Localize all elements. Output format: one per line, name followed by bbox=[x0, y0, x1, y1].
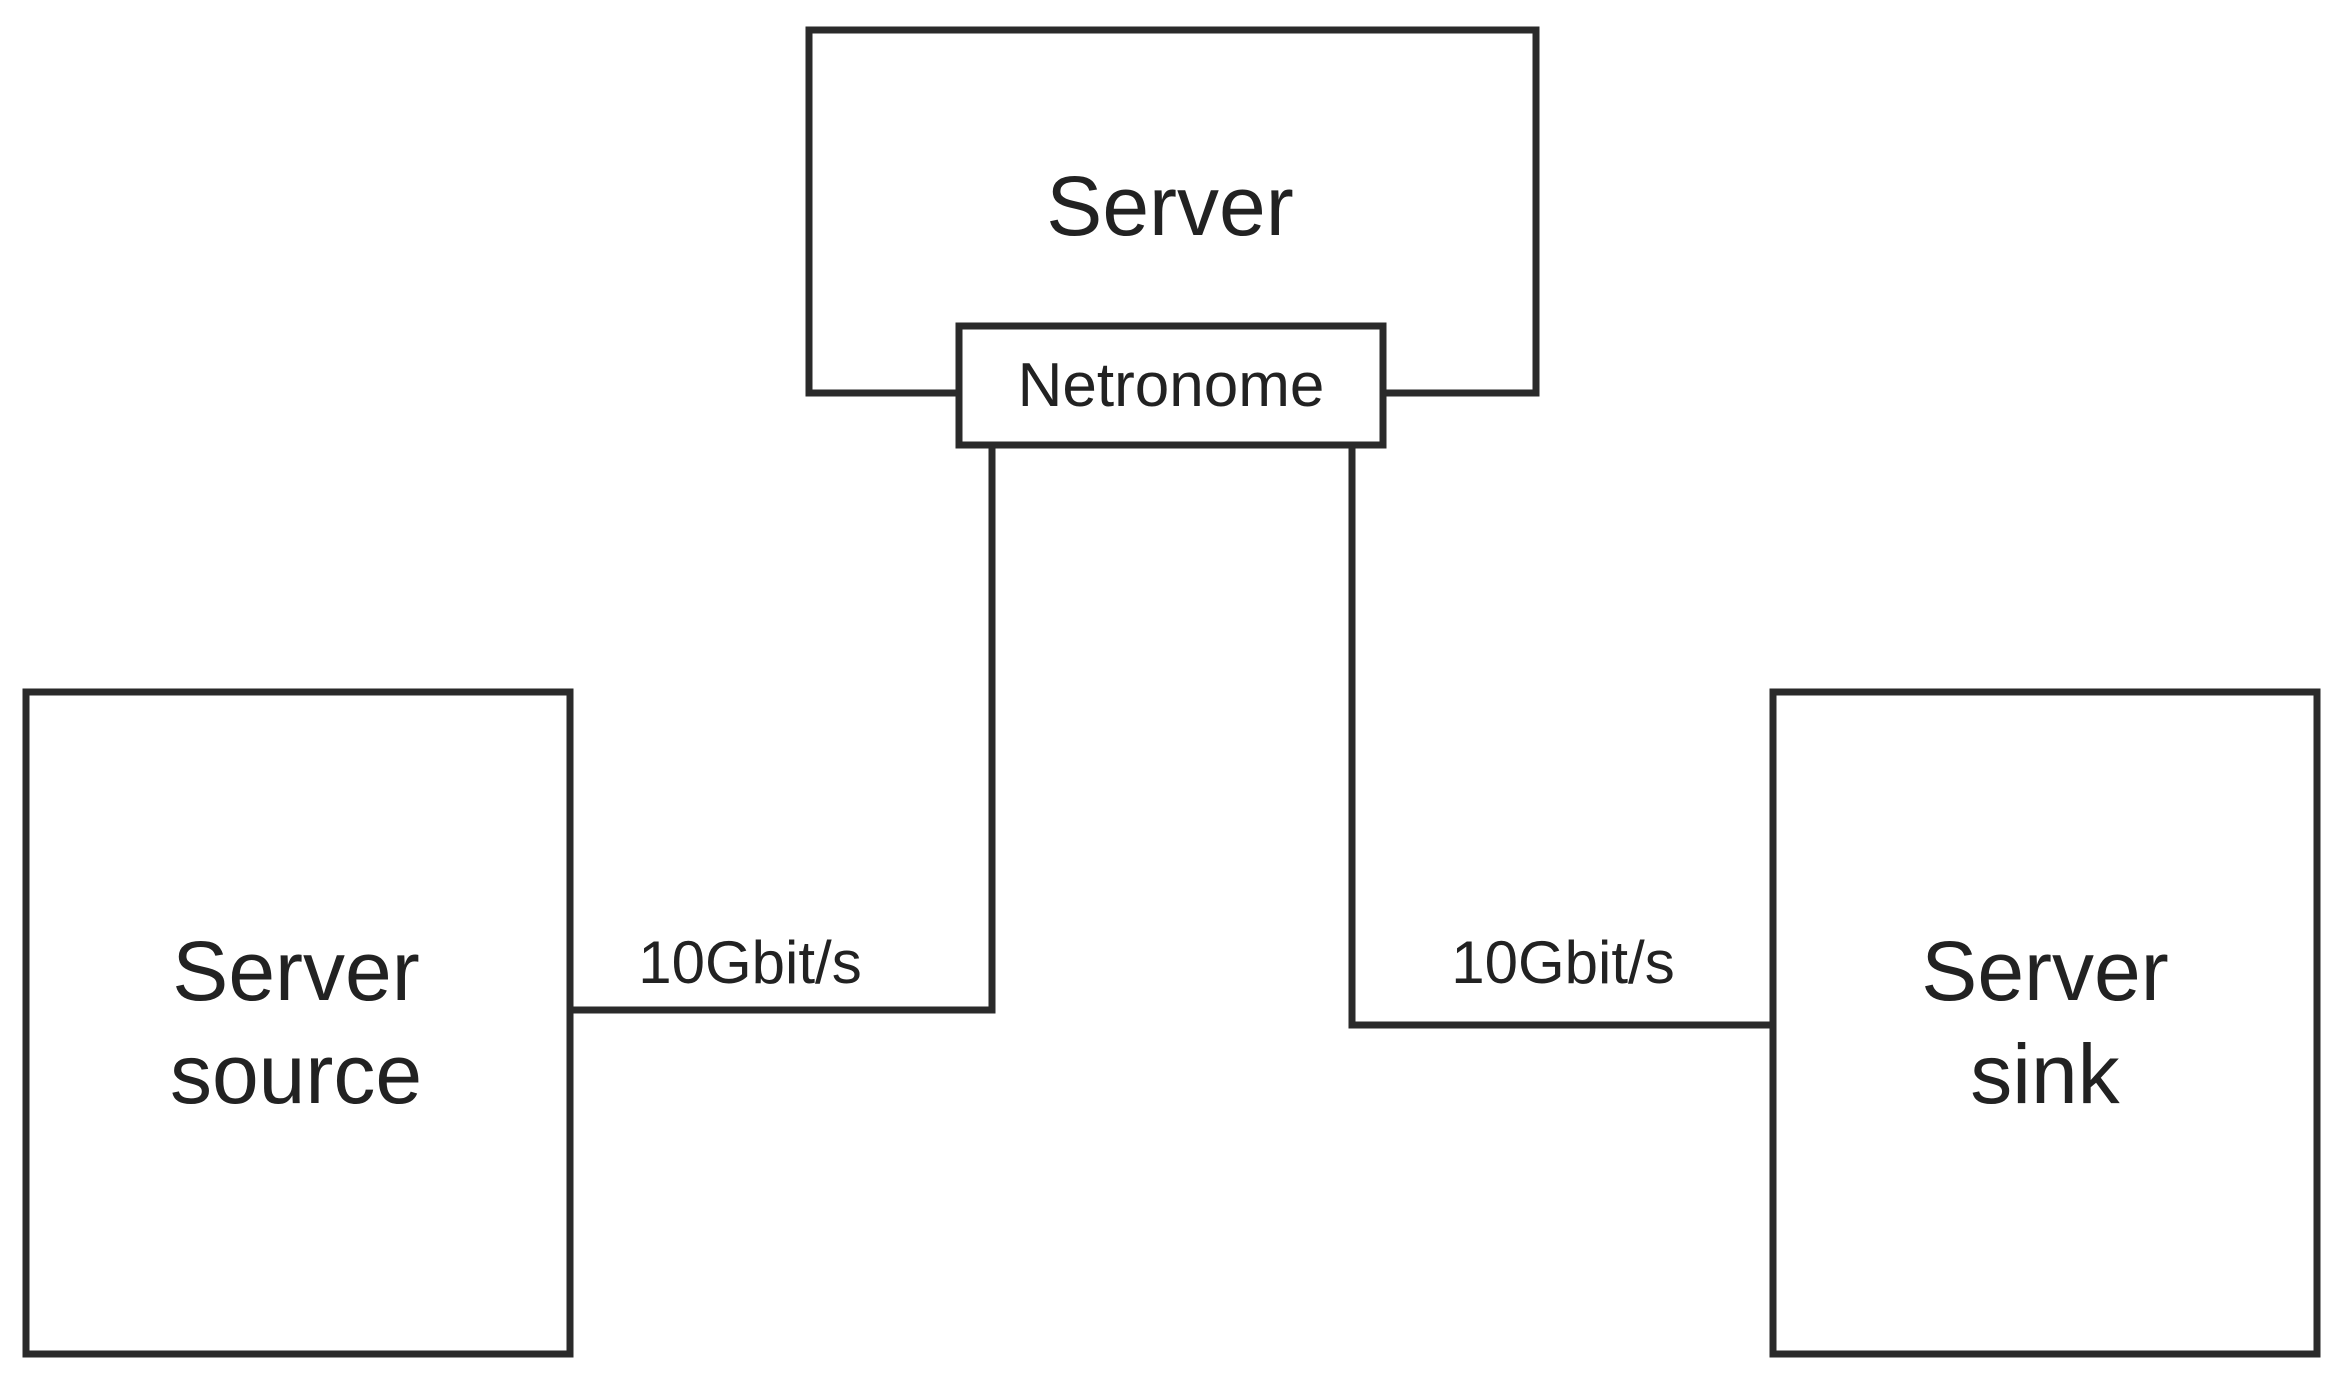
server-source-label-line1: Server bbox=[172, 924, 419, 1018]
server-label: Server bbox=[1046, 159, 1293, 253]
server-sink-label-line2: sink bbox=[1970, 1027, 2120, 1121]
link-netronome-to-sink bbox=[1348, 445, 1773, 1029]
netronome-node: Netronome bbox=[955, 322, 1387, 449]
link-source-to-netronome bbox=[570, 445, 996, 1014]
netronome-label: Netronome bbox=[1018, 351, 1325, 420]
server-source-node: Server source bbox=[22, 688, 574, 1358]
server-source-label-line2: source bbox=[170, 1027, 422, 1121]
link-sink-bandwidth-label: 10Gbit/s bbox=[1451, 929, 1674, 996]
link-source-bandwidth-label: 10Gbit/s bbox=[638, 929, 861, 996]
server-sink-node: Server sink bbox=[1769, 688, 2321, 1358]
server-sink-label-line1: Server bbox=[1921, 924, 2168, 1018]
